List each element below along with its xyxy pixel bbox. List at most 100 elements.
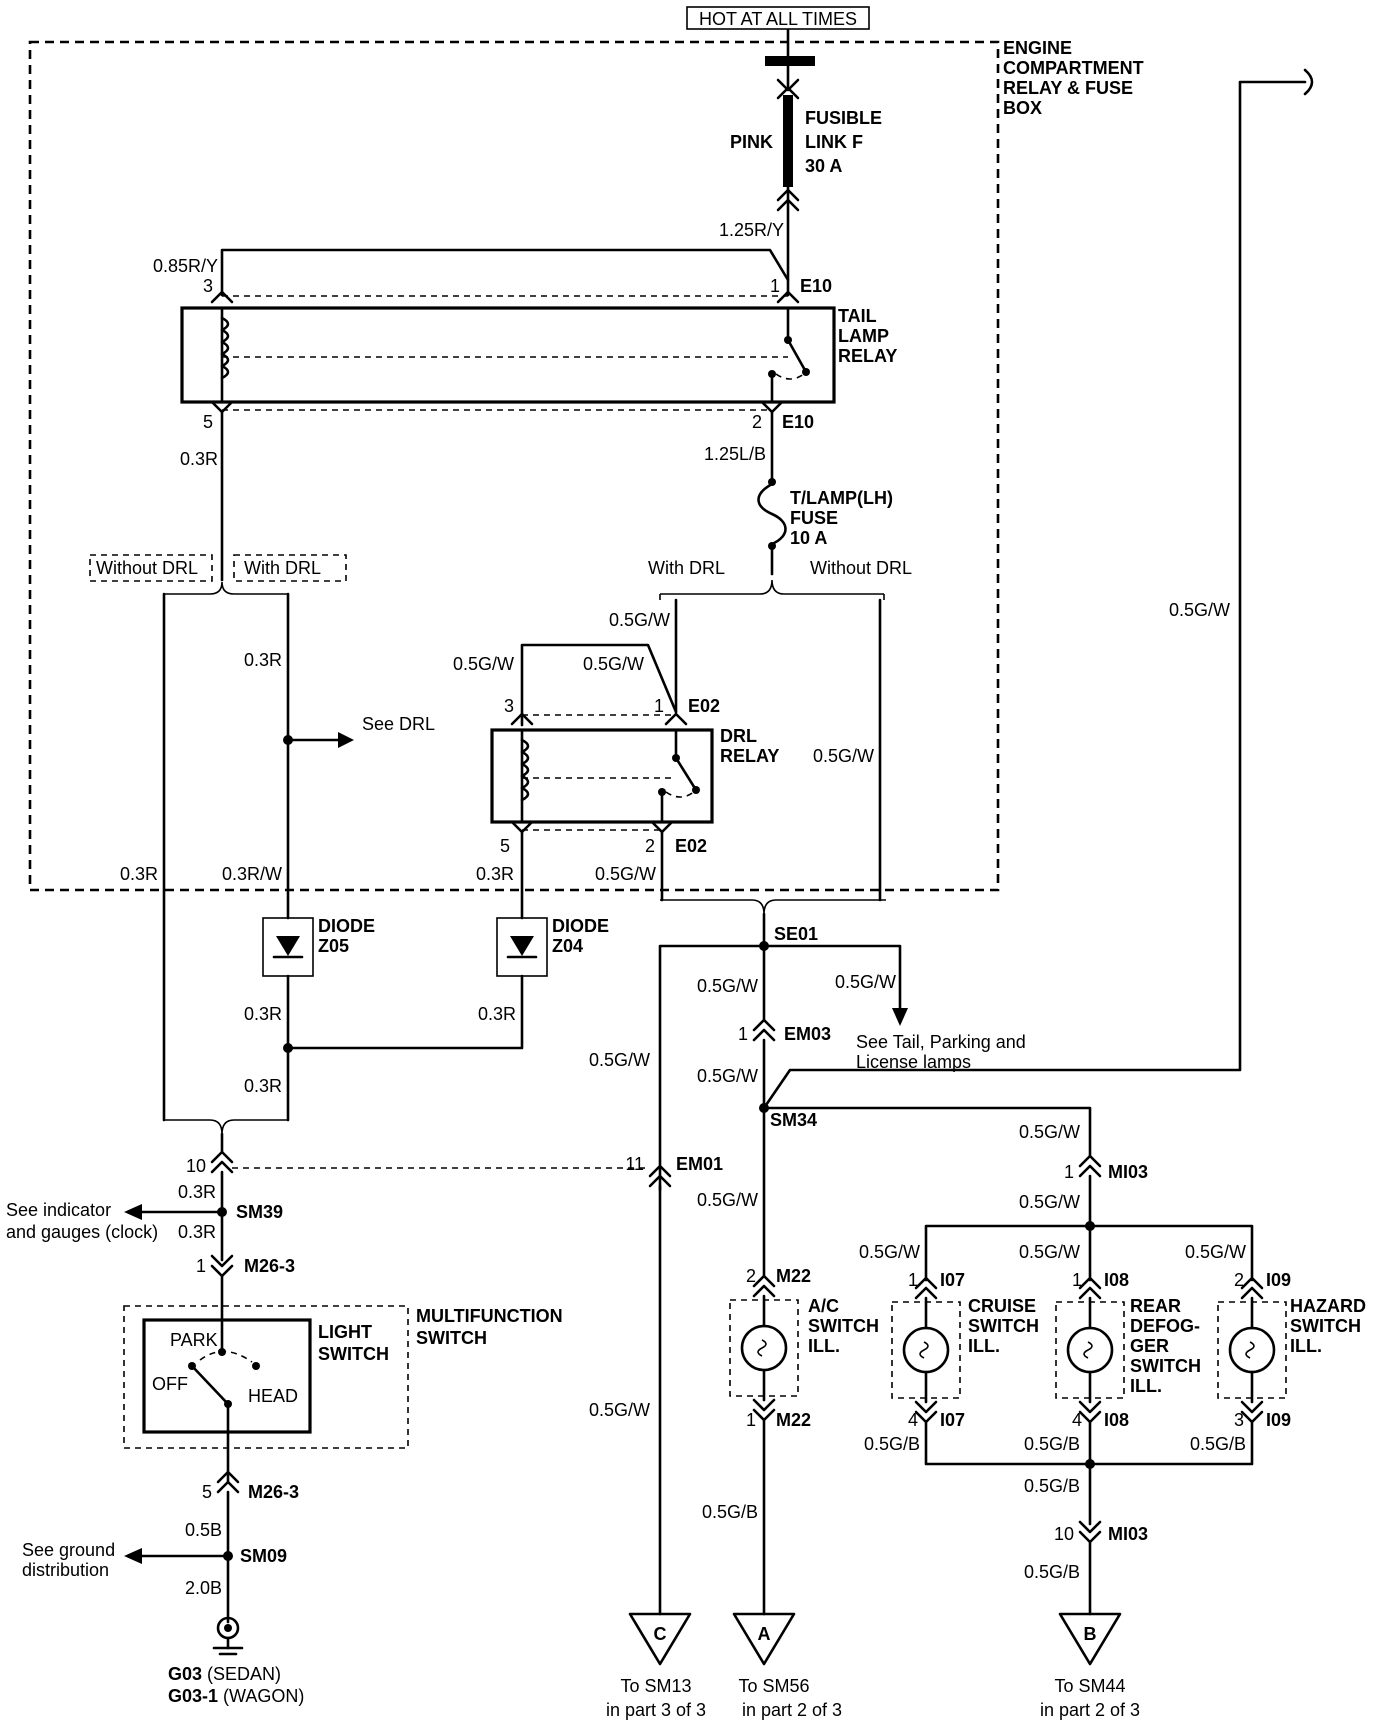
ac-switch-illumination: A/C SWITCH ILL.: [729, 1294, 879, 1402]
svg-text:E02: E02: [675, 836, 707, 856]
diode-z04: DIODE Z04: [496, 916, 609, 977]
svg-text:2: 2: [1234, 1270, 1244, 1290]
svg-text:and gauges (clock): and gauges (clock): [6, 1222, 158, 1242]
svg-text:EM01: EM01: [676, 1154, 723, 1174]
svg-text:0.5G/W: 0.5G/W: [589, 1050, 650, 1070]
svg-text:2: 2: [645, 836, 655, 856]
svg-text:0.85R/Y: 0.85R/Y: [153, 256, 218, 276]
svg-text:To SM44: To SM44: [1054, 1676, 1125, 1696]
svg-text:0.5G/W: 0.5G/W: [595, 864, 656, 884]
svg-text:HEAD: HEAD: [248, 1386, 298, 1406]
svg-text:PARK: PARK: [170, 1330, 218, 1350]
svg-text:2.0B: 2.0B: [185, 1578, 222, 1598]
svg-text:SWITCH: SWITCH: [1130, 1356, 1201, 1376]
svg-text:G03 (SEDAN): G03 (SEDAN): [168, 1664, 281, 1684]
svg-text:See indicator: See indicator: [6, 1200, 111, 1220]
svg-text:To SM13: To SM13: [620, 1676, 691, 1696]
svg-text:ILL.: ILL.: [808, 1336, 840, 1356]
svg-text:SWITCH: SWITCH: [416, 1328, 487, 1348]
svg-text:1: 1: [654, 696, 664, 716]
svg-text:30 A: 30 A: [805, 156, 842, 176]
multifunction-switch: MULTIFUNCTION SWITCH: [123, 1305, 563, 1449]
svg-text:0.3R/W: 0.3R/W: [222, 864, 282, 884]
drl-relay: DRL RELAY: [490, 726, 779, 824]
svg-text:LAMP: LAMP: [838, 326, 889, 346]
svg-text:2: 2: [746, 1266, 756, 1286]
svg-text:0.5G/W: 0.5G/W: [859, 1242, 920, 1262]
svg-text:0.5G/W: 0.5G/W: [1019, 1242, 1080, 1262]
svg-text:4: 4: [1072, 1410, 1082, 1430]
svg-text:See DRL: See DRL: [362, 714, 435, 734]
svg-text:0.5G/W: 0.5G/W: [1019, 1192, 1080, 1212]
svg-text:1: 1: [738, 1024, 748, 1044]
offpage-connector-b: B To SM44 in part 2 of 3: [1040, 1612, 1140, 1720]
svg-text:T/LAMP(LH): T/LAMP(LH): [790, 488, 893, 508]
svg-text:RELAY & FUSE: RELAY & FUSE: [1003, 78, 1133, 98]
tail-lamp-relay: TAIL LAMP RELAY: [180, 306, 897, 404]
svg-text:REAR: REAR: [1130, 1296, 1181, 1316]
svg-text:1.25R/Y: 1.25R/Y: [719, 220, 784, 240]
svg-text:0.5G/W: 0.5G/W: [813, 746, 874, 766]
svg-text:M22: M22: [776, 1410, 811, 1430]
offpage-connector-c: C To SM13 in part 3 of 3: [606, 1612, 706, 1720]
svg-text:Without DRL: Without DRL: [96, 558, 198, 578]
svg-text:LIGHT: LIGHT: [318, 1322, 372, 1342]
svg-text:DIODE: DIODE: [318, 916, 375, 936]
offpage-connector-a: A To SM56 in part 2 of 3: [732, 1612, 842, 1720]
svg-text:E02: E02: [688, 696, 720, 716]
svg-text:0.3R: 0.3R: [178, 1222, 216, 1242]
svg-text:RELAY: RELAY: [838, 346, 897, 366]
svg-text:0.5G/W: 0.5G/W: [453, 654, 514, 674]
svg-text:I07: I07: [940, 1410, 965, 1430]
svg-text:SWITCH: SWITCH: [808, 1316, 879, 1336]
svg-text:ILL.: ILL.: [1290, 1336, 1322, 1356]
svg-text:11: 11: [625, 1154, 644, 1174]
svg-text:0.3R: 0.3R: [478, 1004, 516, 1024]
svg-text:With DRL: With DRL: [648, 558, 725, 578]
svg-text:See ground: See ground: [22, 1540, 115, 1560]
svg-text:With DRL: With DRL: [244, 558, 321, 578]
svg-text:10 A: 10 A: [790, 528, 827, 548]
svg-text:DRL: DRL: [720, 726, 757, 746]
svg-text:0.3R: 0.3R: [476, 864, 514, 884]
svg-text:A/C: A/C: [808, 1296, 839, 1316]
svg-text:M26-3: M26-3: [248, 1482, 299, 1502]
svg-text:E10: E10: [800, 276, 832, 296]
svg-text:distribution: distribution: [22, 1560, 109, 1580]
svg-text:SWITCH: SWITCH: [1290, 1316, 1361, 1336]
svg-text:1: 1: [908, 1270, 918, 1290]
svg-text:0.5G/W: 0.5G/W: [1169, 600, 1230, 620]
svg-text:3: 3: [504, 696, 514, 716]
svg-text:B: B: [1084, 1624, 1097, 1644]
svg-text:3: 3: [203, 276, 213, 296]
svg-text:1: 1: [770, 276, 780, 296]
svg-text:EM03: EM03: [784, 1024, 831, 1044]
svg-text:0.5G/W: 0.5G/W: [589, 1400, 650, 1420]
svg-text:in part 2 of 3: in part 2 of 3: [742, 1700, 842, 1720]
svg-text:ENGINE: ENGINE: [1003, 38, 1072, 58]
svg-text:License lamps: License lamps: [856, 1052, 971, 1072]
hot-at-all-times-label: HOT AT ALL TIMES: [699, 9, 857, 29]
svg-text:TAIL: TAIL: [838, 306, 877, 326]
svg-text:I07: I07: [940, 1270, 965, 1290]
svg-text:0.5G/W: 0.5G/W: [1185, 1242, 1246, 1262]
svg-text:0.3R: 0.3R: [178, 1182, 216, 1202]
svg-text:PINK: PINK: [730, 132, 773, 152]
svg-text:0.5B: 0.5B: [185, 1520, 222, 1540]
svg-text:1.25L/B: 1.25L/B: [704, 444, 766, 464]
rear-defogger-switch-illumination: REAR DEFOG- GER SWITCH ILL.: [1055, 1296, 1201, 1404]
svg-text:0.5G/W: 0.5G/W: [609, 610, 670, 630]
svg-text:4: 4: [908, 1410, 918, 1430]
svg-text:I08: I08: [1104, 1270, 1129, 1290]
svg-text:1: 1: [1072, 1270, 1082, 1290]
svg-text:I09: I09: [1266, 1410, 1291, 1430]
svg-text:SM39: SM39: [236, 1202, 283, 1222]
svg-text:ILL.: ILL.: [1130, 1376, 1162, 1396]
svg-text:BOX: BOX: [1003, 98, 1042, 118]
svg-text:FUSIBLE: FUSIBLE: [805, 108, 882, 128]
svg-text:10: 10: [1054, 1524, 1074, 1544]
ground-g03: G03 (SEDAN) G03-1 (WAGON): [168, 1616, 304, 1706]
svg-text:0.5G/W: 0.5G/W: [1019, 1122, 1080, 1142]
svg-text:SWITCH: SWITCH: [318, 1344, 389, 1364]
svg-text:To SM56: To SM56: [738, 1676, 809, 1696]
